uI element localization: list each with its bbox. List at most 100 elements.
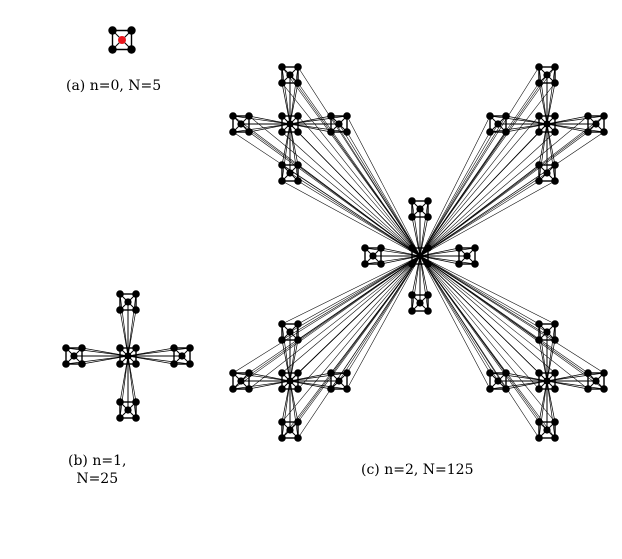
graph-c-diag-arm [237, 120, 245, 128]
corner-node [343, 369, 351, 377]
long-range-edge [419, 255, 499, 382]
corner-node [502, 369, 510, 377]
bundle-edge [546, 339, 556, 382]
long-range-edge [289, 255, 421, 333]
corner-node [486, 385, 494, 393]
long-range-edge [419, 172, 548, 257]
bundle-edge [538, 123, 548, 166]
bundle-edge [248, 123, 291, 133]
corner-node [584, 369, 592, 377]
graph-c-diag-arm [592, 120, 600, 128]
long-range-edge [281, 255, 421, 423]
long-range-edge [330, 131, 421, 257]
corner-node [600, 369, 608, 377]
corner-node [116, 344, 124, 352]
corner-node [62, 344, 70, 352]
long-range-edge [419, 255, 589, 390]
corner-node [278, 418, 286, 426]
bundle-edge [411, 200, 421, 257]
corner-node [327, 369, 335, 377]
long-range-edge [419, 255, 548, 382]
corner-node [116, 398, 124, 406]
bundle-edge [232, 380, 291, 390]
bundle-edge [538, 339, 548, 382]
corner-node [132, 414, 140, 422]
bundle-edge [289, 66, 299, 125]
long-range-edge [346, 131, 421, 257]
long-range-edge [419, 255, 491, 390]
long-range-edge [232, 255, 421, 374]
corner-node [584, 128, 592, 136]
bundle-edge [419, 216, 429, 257]
corner-node [170, 360, 178, 368]
bundle-edge [289, 372, 348, 382]
corner-node [486, 112, 494, 120]
graph-c-center-center [416, 252, 424, 260]
graph-c-diag-arm [543, 426, 551, 434]
corner-node [294, 79, 302, 87]
graph-c-diag-center [543, 377, 551, 385]
caption-a: (a) n=0, N=5 [66, 78, 162, 94]
long-range-edge [289, 255, 421, 382]
graph-b-arm [70, 352, 78, 360]
long-range-edge [419, 82, 556, 257]
long-range-edge [248, 131, 421, 257]
corner-node [294, 128, 302, 136]
graph-c-diag-arm [286, 169, 294, 177]
bundle-edge [81, 347, 129, 357]
corner-node [551, 63, 559, 71]
corner-node [278, 79, 286, 87]
corner-node [278, 161, 286, 169]
long-range-edge [419, 66, 556, 257]
bundle-edge [419, 255, 429, 296]
long-range-edge [232, 255, 421, 390]
long-range-edge [330, 115, 421, 257]
corner-node [551, 418, 559, 426]
bundle-edge [546, 323, 556, 382]
bundle-edge [289, 82, 299, 125]
corner-node [327, 128, 335, 136]
long-range-edge [419, 131, 491, 257]
long-range-edge [419, 255, 556, 423]
long-range-edge [419, 255, 548, 333]
long-range-edge [419, 255, 597, 382]
corner-node [278, 63, 286, 71]
corner-node [278, 128, 286, 136]
bundle-edge [248, 380, 291, 390]
long-range-edge [232, 115, 421, 257]
bundle-edge [419, 247, 460, 257]
long-range-edge [419, 115, 491, 257]
corner-node [502, 112, 510, 120]
corner-node [535, 177, 543, 185]
graph-c-diag-center [286, 120, 294, 128]
long-range-edge [248, 255, 421, 390]
bundle-edge [546, 66, 556, 125]
corner-node [132, 398, 140, 406]
corner-node [229, 112, 237, 120]
long-range-edge [281, 255, 421, 341]
corner-node [424, 291, 432, 299]
bundle-edge [65, 355, 129, 365]
bundle-edge [546, 372, 589, 382]
bundle-edge [281, 380, 291, 439]
bundle-edge [505, 380, 548, 390]
corner-node [535, 161, 543, 169]
corner-node [343, 112, 351, 120]
caption-b: (b) n=1, N=25 [68, 452, 126, 488]
bundle-edge [546, 380, 605, 390]
bundle-edge [419, 255, 429, 312]
long-range-edge [419, 131, 507, 257]
corner-node [551, 369, 559, 377]
corner-node [600, 128, 608, 136]
corner-node [229, 128, 237, 136]
bundle-edge [505, 115, 548, 125]
long-range-edge [297, 180, 421, 257]
long-range-edge [419, 164, 540, 257]
graph-c-diag-arm [592, 377, 600, 385]
corner-node [535, 128, 543, 136]
graph-c-diag-center [543, 120, 551, 128]
bundle-edge [538, 66, 548, 125]
long-range-edge [232, 131, 421, 257]
corner-node [132, 360, 140, 368]
bundle-edge [119, 309, 129, 357]
